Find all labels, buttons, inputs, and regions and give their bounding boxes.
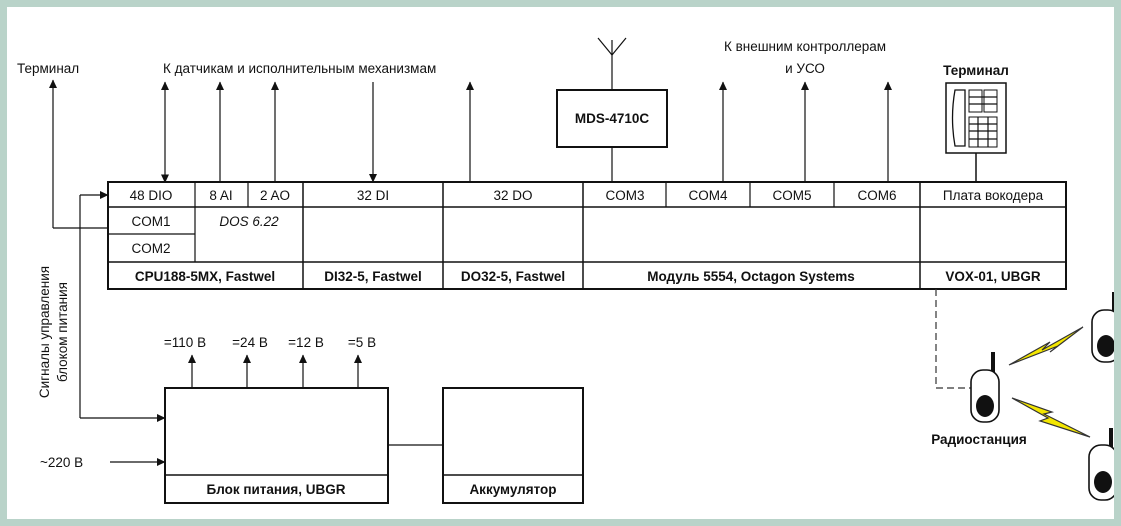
cpu-com2-label: COM2: [131, 241, 170, 256]
external-controllers-label-2: и УСО: [785, 61, 825, 76]
battery-name: Аккумулятор: [469, 482, 556, 497]
system-diagram: Терминал К датчикам и исполнительным мех…: [17, 37, 1121, 504]
sensors-label: К датчикам и исполнительным механизмам: [163, 61, 436, 76]
cpu-ai-label: 8 AI: [209, 188, 232, 203]
radio-modem-label: MDS-4710C: [575, 111, 650, 126]
com4-label: COM4: [688, 188, 727, 203]
lightning-icon: [1008, 326, 1084, 366]
cpu-ao-label: 2 AO: [260, 188, 290, 203]
com5-label: COM5: [772, 188, 811, 203]
controller-rack: [107, 181, 1067, 290]
cpu-dos-label: DOS 6.22: [219, 214, 279, 229]
radio-modem: MDS-4710C: [556, 89, 668, 148]
terminal-left-label: Терминал: [17, 61, 79, 76]
vox-module-name: VOX-01, UBGR: [945, 269, 1041, 284]
do-top-label: 32 DO: [493, 188, 532, 203]
battery: Аккумулятор: [442, 387, 584, 504]
di-top-label: 32 DI: [357, 188, 389, 203]
output-24v-label: =24 В: [232, 335, 268, 350]
lightning-icon: [1011, 397, 1091, 438]
terminal-right-label: Терминал: [943, 63, 1009, 78]
radio-station-icon: [970, 352, 1000, 423]
com3-label: COM3: [605, 188, 644, 203]
com6-label: COM6: [857, 188, 896, 203]
output-12v-label: =12 В: [288, 335, 324, 350]
ac-input-label: ~220 В: [40, 455, 83, 470]
external-controllers-label: К внешним контроллерам: [724, 39, 886, 54]
psu-name: Блок питания, UBGR: [206, 482, 345, 497]
cpu-com1-label: COM1: [131, 214, 170, 229]
terminal-icon: [945, 82, 1007, 154]
octagon-module-name: Модуль 5554, Octagon Systems: [647, 269, 855, 284]
control-signals-label-2: блоком питания: [55, 282, 70, 382]
radio-station-label: Радиостанция: [931, 432, 1027, 447]
di-module-name: DI32-5, Fastwel: [324, 269, 422, 284]
control-signals-label: Сигналы управления: [37, 266, 52, 398]
handheld-radio-icon: [1091, 292, 1121, 363]
output-5v-label: =5 В: [348, 335, 376, 350]
vox-top-label: Плата вокодера: [943, 188, 1044, 203]
radio-link: [935, 289, 972, 389]
handheld-radio-icon: [1088, 428, 1118, 501]
cpu-dio-label: 48 DIO: [130, 188, 173, 203]
power-supply: Блок питания, UBGR: [164, 387, 389, 504]
output-110v-label: =110 В: [164, 335, 206, 350]
cpu-module-name: CPU188-5MX, Fastwel: [135, 269, 275, 284]
do-module-name: DO32-5, Fastwel: [461, 269, 565, 284]
